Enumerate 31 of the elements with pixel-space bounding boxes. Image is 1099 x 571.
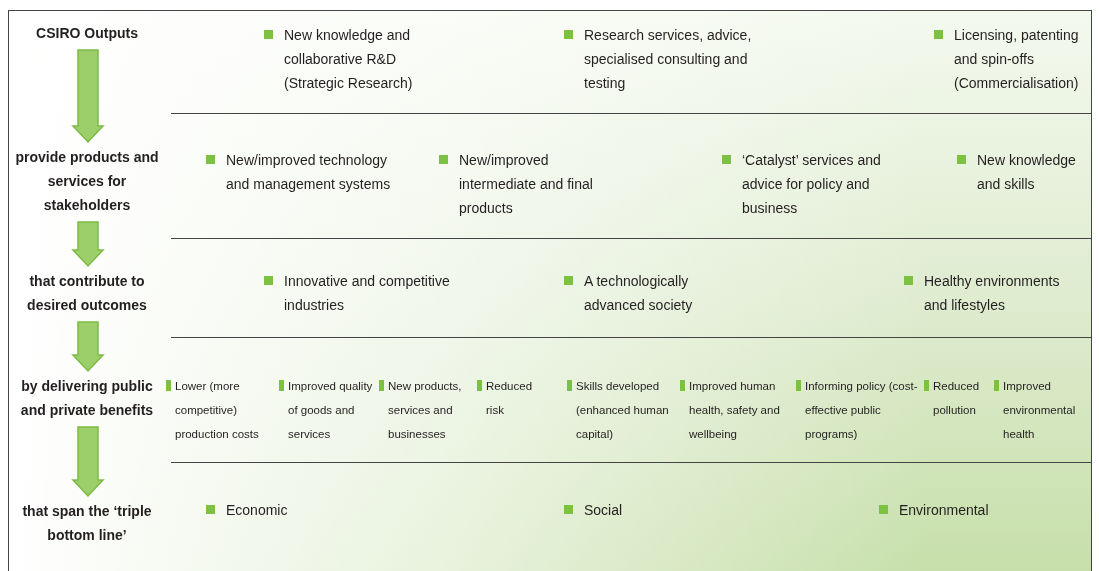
bullet-item: Healthy environments and lifestyles bbox=[904, 269, 1084, 317]
stage-heading: provide products and services for stakeholders bbox=[9, 145, 165, 235]
bullet-item: Improved human health, safety and wellbeing bbox=[680, 374, 795, 446]
bullet-item: Informing policy (cost-effective public programs) bbox=[796, 374, 924, 446]
bullet-item: ‘Catalyst’ services and advice for policy and business bbox=[722, 148, 912, 220]
stage-heading: that span the ‘triple bottom line’ bbox=[9, 499, 165, 571]
bullet-item: Economic bbox=[206, 498, 356, 522]
bullet-item: Reduced risk bbox=[477, 374, 547, 422]
bullet-item: New knowledge and skills bbox=[957, 148, 1087, 196]
stage-heading: that contribute to desired outcomes bbox=[9, 269, 165, 359]
down-arrow bbox=[71, 49, 105, 144]
stage-heading: by delivering public and private benefits bbox=[9, 374, 165, 464]
bullet-item: Innovative and competitive industries bbox=[264, 269, 464, 317]
bullet-item: Improved quality of goods and services bbox=[279, 374, 379, 446]
down-arrow bbox=[71, 321, 105, 373]
bullet-item: New/improved technology and management systems bbox=[206, 148, 406, 196]
bullet-item: Skills developed (enhanced human capital) bbox=[567, 374, 679, 446]
bullet-item: A technologically advanced society bbox=[564, 269, 744, 317]
bullet-item: New knowledge and collaborative R&D (Strategic Research) bbox=[264, 23, 439, 95]
down-arrow bbox=[71, 221, 105, 268]
stage-heading: CSIRO Outputs bbox=[9, 21, 165, 111]
down-arrow bbox=[71, 426, 105, 498]
bullet-item: Improved environmental health bbox=[994, 374, 1092, 446]
bullet-item: Environmental bbox=[879, 498, 1029, 522]
bullet-item: Social bbox=[564, 498, 714, 522]
bullet-item: Lower (more competitive) production costs bbox=[166, 374, 276, 446]
bullet-item: New/improved intermediate and final products bbox=[439, 148, 599, 220]
bullet-item: Reduced pollution bbox=[924, 374, 994, 422]
bullet-item: New products, services and businesses bbox=[379, 374, 479, 446]
bullet-item: Research services, advice, specialised consulting and testing bbox=[564, 23, 764, 95]
bullet-item: Licensing, patenting and spin-offs (Commercialisation) bbox=[934, 23, 1094, 95]
